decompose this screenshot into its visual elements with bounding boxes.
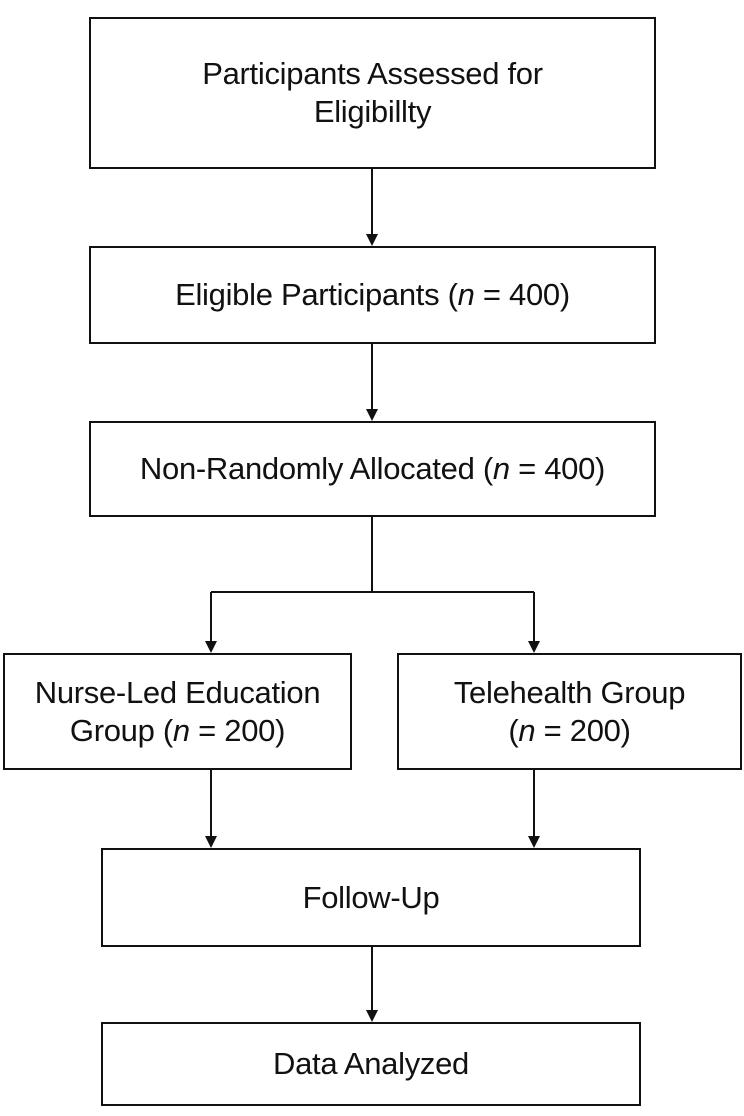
assessed-line1: Participants Assessed for	[202, 56, 543, 91]
nurse-led-box: Nurse-Led Education Group (n = 200)	[3, 653, 352, 770]
telehealth-prefix: (	[508, 712, 519, 748]
eligible-box: Eligible Participants (n = 400)	[89, 246, 656, 344]
telehealth-suffix: = 200)	[535, 712, 631, 748]
eligible-prefix: Eligible Participants (	[175, 277, 458, 312]
nurse-prefix: Group (	[69, 712, 173, 748]
assessed-box: Participants Assessed for Eligibillty	[89, 17, 656, 169]
followup-label: Follow-Up	[302, 879, 440, 915]
nurse-suffix: = 200)	[189, 712, 286, 748]
allocated-prefix: Non-Randomly Allocated (	[139, 451, 493, 486]
allocated-n: n	[492, 451, 510, 486]
assessed-line2: Eligibillty	[313, 94, 432, 129]
telehealth-line2: (n = 200)	[508, 712, 631, 750]
telehealth-n: n	[518, 712, 536, 748]
analyzed-label: Data Analyzed	[272, 1046, 469, 1081]
telehealth-box: Telehealth Group (n = 200)	[397, 653, 742, 770]
telehealth-line1: Telehealth Group	[453, 674, 686, 710]
arrowheads	[205, 234, 540, 1022]
nurse-line1: Nurse-Led Education	[34, 674, 321, 710]
nurse-line2: Group (n = 200)	[69, 712, 286, 750]
analyzed-box: Data Analyzed	[101, 1022, 641, 1106]
allocated-box: Non-Randomly Allocated (n = 400)	[89, 421, 656, 517]
allocated-label: Non-Randomly Allocated (n = 400)	[140, 450, 605, 488]
eligible-suffix: = 400)	[474, 277, 570, 312]
eligible-n: n	[457, 277, 475, 312]
eligible-label: Eligible Participants (n = 400)	[175, 276, 570, 314]
allocated-suffix: = 400)	[509, 451, 606, 486]
nurse-n: n	[172, 712, 190, 748]
followup-box: Follow-Up	[101, 848, 641, 947]
